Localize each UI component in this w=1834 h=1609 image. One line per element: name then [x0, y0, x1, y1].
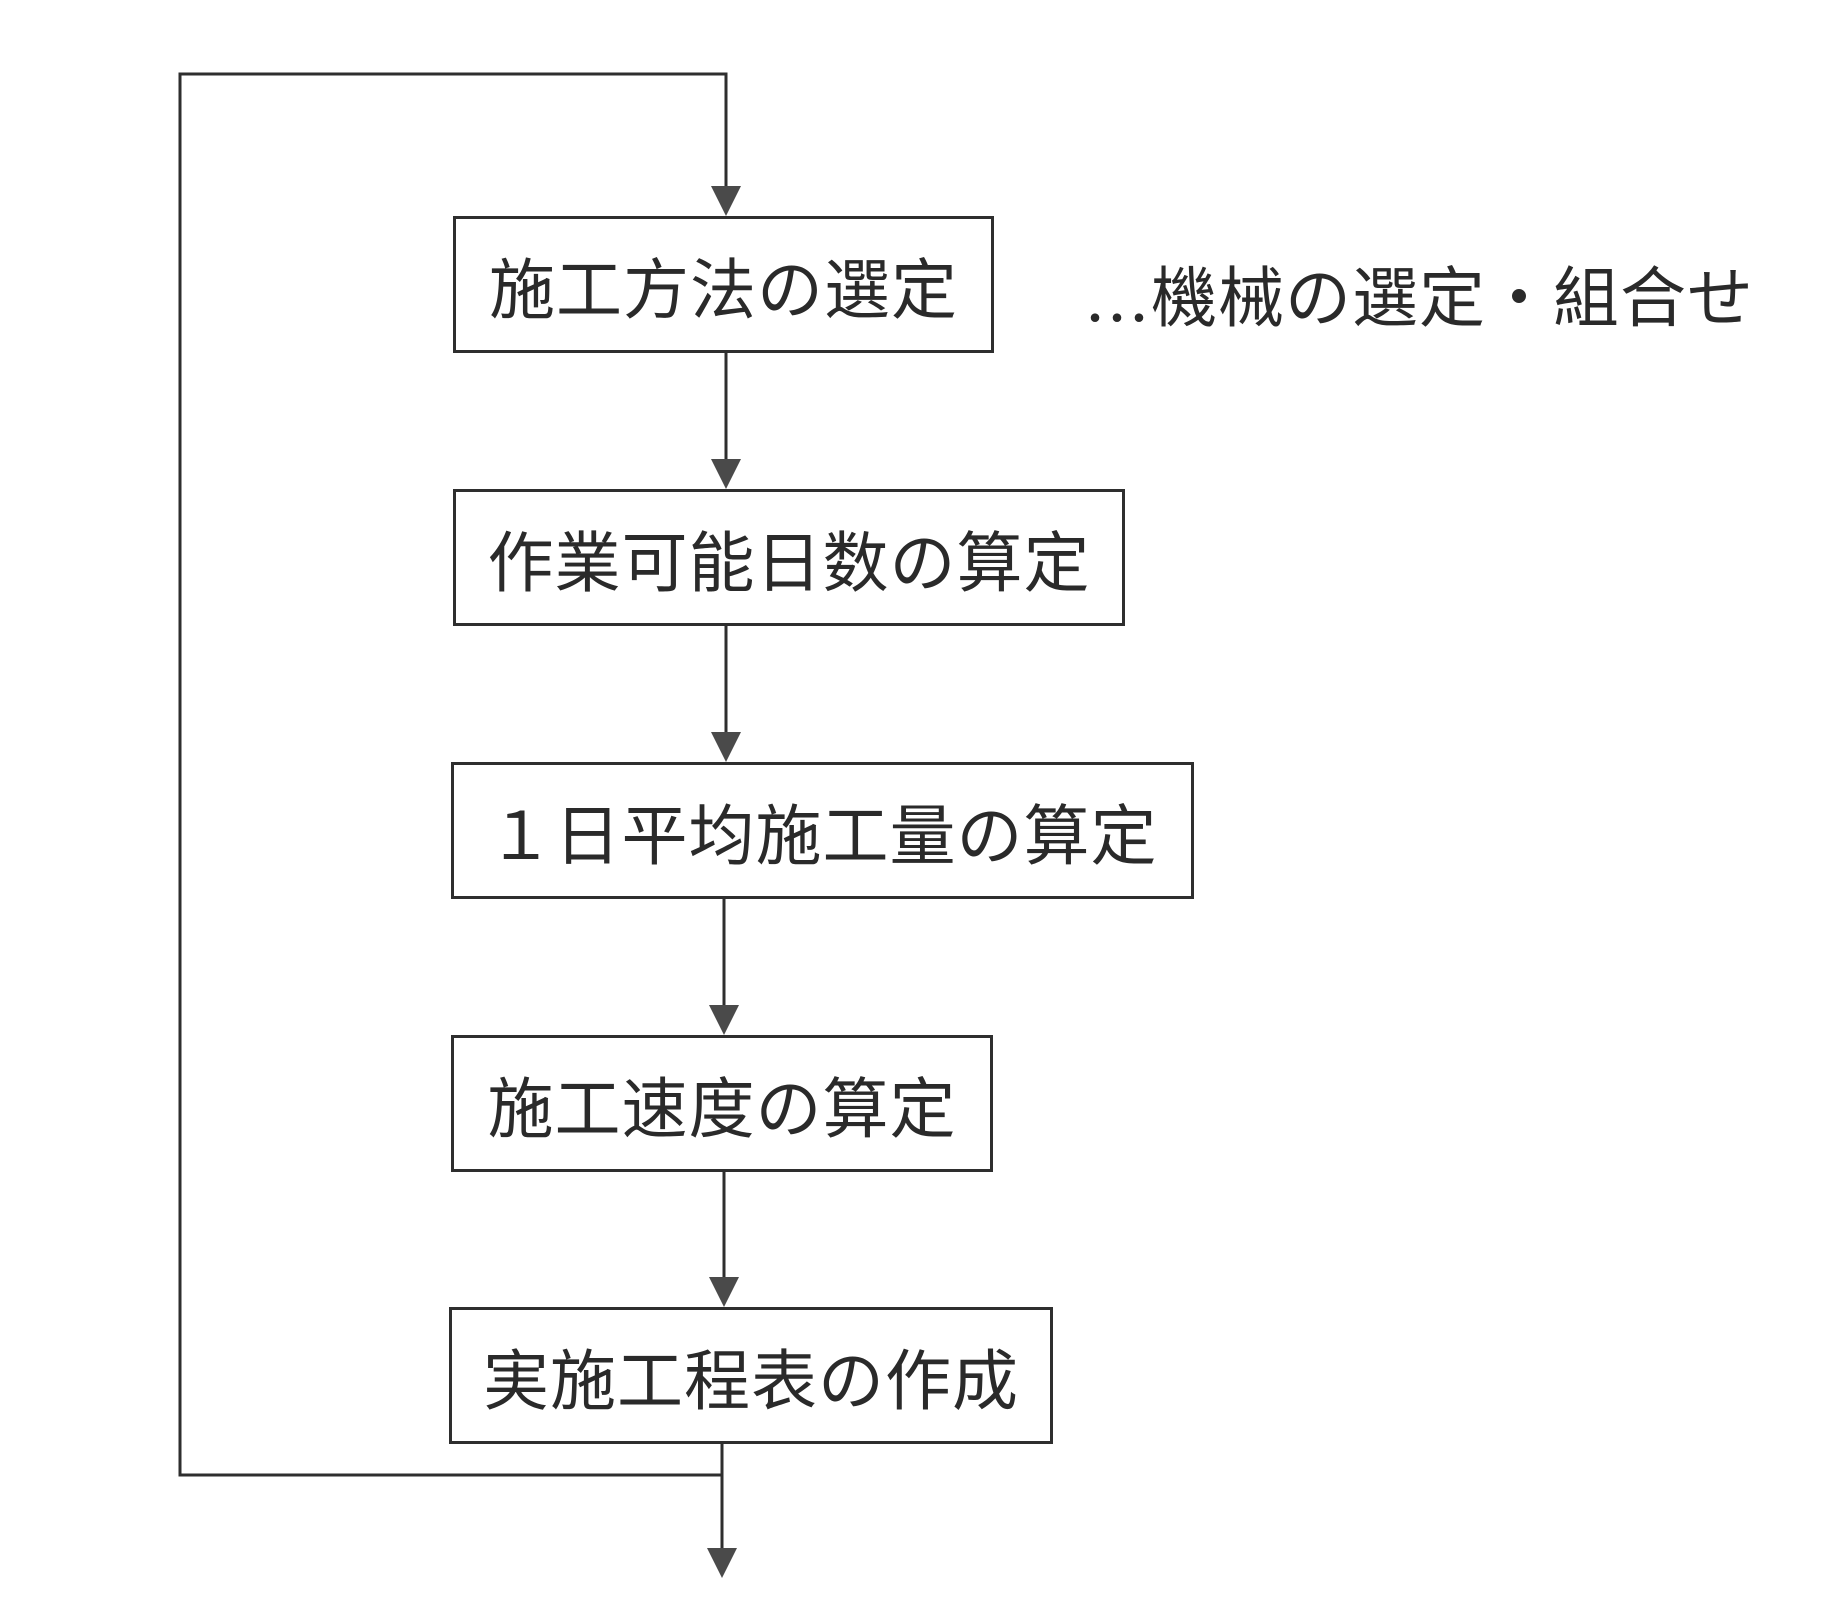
step-box-construction-method: 施工方法の選定 [453, 216, 994, 353]
step-label: 作業可能日数の算定 [487, 524, 1091, 602]
arrowhead-exit [707, 1548, 737, 1578]
step-box-schedule-creation: 実施工程表の作成 [449, 1307, 1053, 1444]
step-label: 実施工程表の作成 [483, 1342, 1019, 1420]
arrowhead-to-step-4 [709, 1005, 739, 1035]
step-box-construction-speed: 施工速度の算定 [451, 1035, 993, 1172]
step-box-daily-average-output: １日平均施工量の算定 [451, 762, 1194, 899]
step-label: １日平均施工量の算定 [487, 797, 1158, 875]
arrowhead-to-step-5 [709, 1277, 739, 1307]
step-label: 施工速度の算定 [487, 1070, 957, 1148]
arrowhead-to-step-1 [711, 186, 741, 216]
step-1-annotation: …機械の選定・組合せ [1084, 260, 1754, 337]
arrowhead-to-step-2 [711, 459, 741, 489]
arrowhead-to-step-3 [711, 732, 741, 762]
step-box-workable-days: 作業可能日数の算定 [453, 489, 1125, 626]
step-label: 施工方法の選定 [489, 251, 958, 329]
